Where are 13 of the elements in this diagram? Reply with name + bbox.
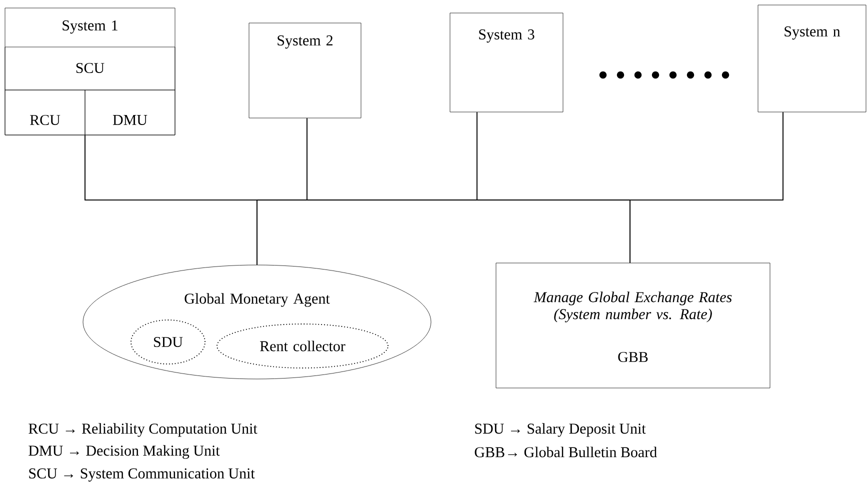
unit-cell: SCU	[4, 46, 176, 90]
abbreviation-key: SDU → Salary Deposit Unit	[475, 423, 646, 437]
system-box: System 2	[248, 22, 362, 118]
system-box: System 3	[450, 12, 564, 112]
abbreviation-key: GBB→ Global Bulletin Board	[474, 446, 657, 458]
bulletin-board-box: Manage Global Exchange Rates (System number vs. Rate) GBB	[496, 262, 770, 388]
abbreviation-key: RCU → Reliability Computation Unit	[28, 423, 258, 437]
unit-cell: DMU	[84, 90, 176, 136]
unit-cell: RCU	[4, 90, 86, 136]
abbreviation-key: DMU → Decision Making Unit	[28, 445, 220, 459]
abbreviation-key: SCU → System Communication Unit	[29, 468, 255, 482]
bus-line	[630, 112, 784, 264]
system-box: System n	[758, 4, 866, 112]
